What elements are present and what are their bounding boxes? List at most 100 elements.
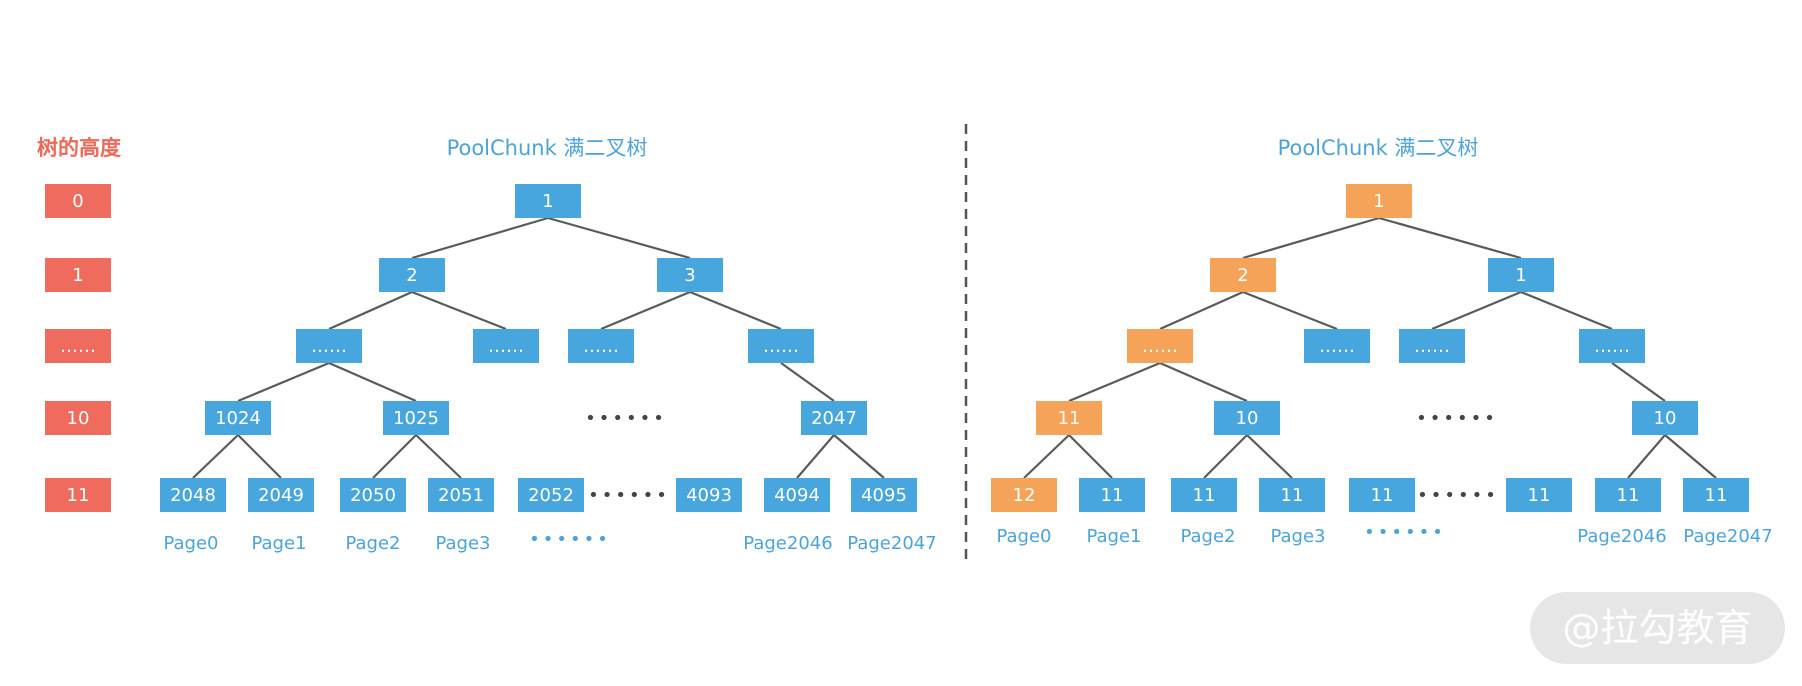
right-tree-node-root: 1 bbox=[1346, 184, 1412, 218]
right-tree-node-leaf-box bbox=[1506, 478, 1572, 512]
right-tree-page-label: Page1 bbox=[1086, 526, 1141, 547]
right-tree-node-l3-box bbox=[1036, 401, 1102, 435]
right-tree-node-l1: 1 bbox=[1488, 258, 1554, 292]
right-tree-node-leaf: 11 bbox=[1171, 478, 1237, 512]
right-tree-edge bbox=[1242, 290, 1338, 331]
right-tree-node-l3-box bbox=[1214, 401, 1280, 435]
right-tree-edge bbox=[1627, 434, 1666, 479]
left-tree-edge bbox=[192, 434, 239, 479]
right-tree-edge bbox=[1242, 216, 1380, 260]
left-tree-node-l2: …… bbox=[748, 329, 814, 363]
right-tree-node-l1-box bbox=[1210, 258, 1276, 292]
height-level-1: 1 bbox=[45, 258, 111, 292]
right-tree-node-leaf-label: 11 bbox=[1705, 485, 1728, 506]
left-tree-node-leaf: 2049 bbox=[248, 478, 314, 512]
right-tree-node-leaf-label: 11 bbox=[1371, 485, 1394, 506]
right-tree-node-l2-box bbox=[1304, 329, 1370, 363]
left-tree-node-l1-box bbox=[657, 258, 723, 292]
right-tree-edge bbox=[1431, 290, 1522, 331]
left-tree-page-label: Page2046 bbox=[743, 533, 832, 554]
height-level-3: 10 bbox=[45, 401, 111, 435]
right-tree-edge bbox=[1068, 361, 1161, 403]
right-tree-node-leaf: 11 bbox=[1683, 478, 1749, 512]
left-tree-node-leaf-label: 4094 bbox=[774, 485, 820, 506]
right-tree-edge bbox=[1159, 290, 1244, 331]
left-tree-node-l3-box bbox=[383, 401, 449, 435]
right-tree-node-leaf-box bbox=[1171, 478, 1237, 512]
left-tree-node-leaf-box bbox=[160, 478, 226, 512]
left-tree-node-leaf-box bbox=[340, 478, 406, 512]
left-tree-node-l2-box bbox=[473, 329, 539, 363]
left-tree-title: PoolChunk 满二叉树 bbox=[447, 136, 648, 160]
left-tree-node-l2: …… bbox=[568, 329, 634, 363]
right-tree-node-l2: …… bbox=[1127, 329, 1193, 363]
height-level-3-box bbox=[45, 401, 111, 435]
right-tree-node-leaf-box bbox=[1259, 478, 1325, 512]
left-tree-edge bbox=[833, 434, 885, 479]
right-tree-node-leaf: 11 bbox=[1079, 478, 1145, 512]
height-level-4-label: 11 bbox=[67, 485, 90, 506]
height-level-3-label: 10 bbox=[67, 408, 90, 429]
right-tree-node-leaf-label: 11 bbox=[1617, 485, 1640, 506]
right-tree-node-leaf-label: 12 bbox=[1013, 485, 1036, 506]
right-tree-node-leaf-label: 11 bbox=[1528, 485, 1551, 506]
left-tree-node-l1-label: 3 bbox=[684, 265, 695, 286]
watermark-badge: @拉勾教育 bbox=[1530, 592, 1785, 664]
left-tree-page-label: Page0 bbox=[163, 533, 218, 554]
left-tree-edge bbox=[780, 362, 835, 402]
height-level-0-label: 0 bbox=[72, 191, 83, 212]
left-tree-edge bbox=[411, 216, 549, 260]
right-tree-node-l2-box bbox=[1579, 329, 1645, 363]
left-tree-node-leaf-label: 2050 bbox=[350, 485, 396, 506]
tree-edges bbox=[192, 216, 1717, 479]
right-tree-node-l3: 11 bbox=[1036, 401, 1102, 435]
left-tree-node-l3-label: 2047 bbox=[811, 408, 857, 429]
right-tree-edge bbox=[1203, 434, 1248, 479]
left-tree-node-l3-label: 1024 bbox=[215, 408, 261, 429]
right-tree-node-l3: 10 bbox=[1632, 401, 1698, 435]
left-tree-node-root-box bbox=[515, 184, 581, 218]
left-tree-edge bbox=[547, 216, 691, 260]
left-tree-node-leaf-box bbox=[764, 478, 830, 512]
left-tree-node-l2-label: …… bbox=[583, 336, 619, 357]
left-tree-node-l2-label: …… bbox=[311, 336, 347, 357]
left-tree-page-ellipsis: •••••• bbox=[529, 529, 611, 550]
left-tree-edge bbox=[237, 434, 282, 479]
right-tree-node-root-label: 1 bbox=[1373, 191, 1384, 212]
right-tree-edge bbox=[1159, 361, 1248, 403]
height-level-4: 11 bbox=[45, 478, 111, 512]
right-tree-edge bbox=[1378, 216, 1522, 260]
height-level-2: …… bbox=[45, 329, 111, 363]
left-tree-node-leaf-box bbox=[676, 478, 742, 512]
right-tree-node-l2: …… bbox=[1579, 329, 1645, 363]
right-tree-node-root-box bbox=[1346, 184, 1412, 218]
right-tree-edge bbox=[1246, 434, 1293, 479]
left-tree-node-l1: 3 bbox=[657, 258, 723, 292]
right-tree-node-leaf: 11 bbox=[1349, 478, 1415, 512]
left-tree-node-l1: 2 bbox=[379, 258, 445, 292]
left-tree-edge bbox=[415, 434, 462, 479]
left-tree-node-l2-label: …… bbox=[763, 336, 799, 357]
height-level-2-box bbox=[45, 329, 111, 363]
right-tree-node-l2-label: …… bbox=[1142, 336, 1178, 357]
left-tree-node-leaf-label: 2048 bbox=[170, 485, 216, 506]
left-tree-node-l3-label: 1025 bbox=[393, 408, 439, 429]
left-tree-node-leaf: 2050 bbox=[340, 478, 406, 512]
left-tree-node-l2-box bbox=[748, 329, 814, 363]
left-tree-node-l3: 1024 bbox=[205, 401, 271, 435]
right-tree-node-l2-label: …… bbox=[1414, 336, 1450, 357]
left-tree-node-leaf-box bbox=[428, 478, 494, 512]
height-level-4-box bbox=[45, 478, 111, 512]
left-tree-page-label: Page1 bbox=[251, 533, 306, 554]
left-tree-page-label: Page3 bbox=[435, 533, 490, 554]
right-tree-edge bbox=[1068, 434, 1113, 479]
left-tree-node-leaf-label: 2051 bbox=[438, 485, 484, 506]
right-tree-page-label: Page3 bbox=[1270, 526, 1325, 547]
left-tree-node-l3: 1025 bbox=[383, 401, 449, 435]
left-tree-node-l2: …… bbox=[296, 329, 362, 363]
left-tree-node-leaf: 2048 bbox=[160, 478, 226, 512]
right-tree-node-leaf: 11 bbox=[1259, 478, 1325, 512]
left-tree-page-label: Page2 bbox=[345, 533, 400, 554]
right-tree-page-label: Page2 bbox=[1180, 526, 1235, 547]
